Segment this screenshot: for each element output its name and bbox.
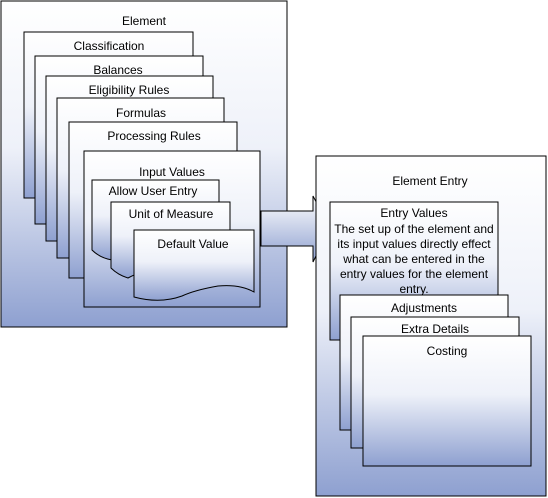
default-value-doc: Default Value bbox=[133, 229, 255, 301]
adjustments-label: Adjustments bbox=[391, 301, 457, 315]
entry-values-desc-line-1: The set up of the element and bbox=[334, 222, 493, 236]
costing-label: Costing bbox=[427, 344, 468, 358]
formulas-label: Formulas bbox=[116, 106, 166, 120]
unit-of-measure-label: Unit of Measure bbox=[129, 207, 214, 221]
eligibility-rules-label: Eligibility Rules bbox=[89, 83, 170, 97]
classification-label: Classification bbox=[74, 39, 145, 53]
entry-values-desc-line-5: entry. bbox=[399, 282, 428, 296]
balances-label: Balances bbox=[93, 63, 142, 77]
extra-details-label: Extra Details bbox=[401, 322, 469, 336]
element-entry-title: Element Entry bbox=[392, 174, 467, 188]
entry-values-title: Entry Values bbox=[380, 206, 447, 220]
input-values-title: Input Values bbox=[139, 165, 205, 179]
element-title: Element bbox=[122, 14, 167, 28]
costing-card: Costing bbox=[362, 335, 532, 467]
processing-rules-label: Processing Rules bbox=[107, 129, 200, 143]
allow-user-entry-label: Allow User Entry bbox=[109, 184, 198, 198]
default-value-label: Default Value bbox=[157, 237, 228, 251]
entry-values-desc-line-3: what can be entered in the bbox=[342, 252, 485, 266]
entry-values-desc-line-4: entry values for the element bbox=[340, 267, 489, 281]
entry-values-desc-line-2: its input values directly effect bbox=[337, 237, 491, 251]
